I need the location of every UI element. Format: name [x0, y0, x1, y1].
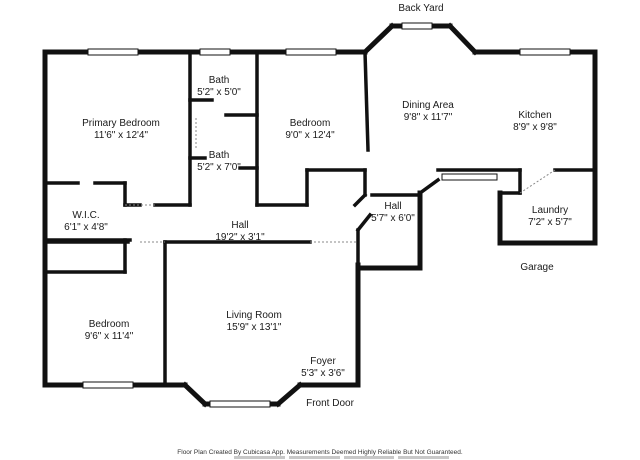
room-dims: 6'1" x 4'8" [64, 222, 108, 233]
room-name: Bath [208, 75, 230, 86]
logo-segment [343, 456, 395, 459]
room-dims: 5'7" x 6'0" [371, 213, 415, 224]
room-label-bedroom-2: Bedroom 9'6" x 11'4" [85, 319, 134, 343]
room-label-bath-2: Bath 5'2" x 7'0" [197, 150, 241, 174]
room-dims: 11'6" x 12'4" [93, 130, 149, 141]
room-name: Dining Area [402, 100, 454, 111]
room-dims: 5'2" x 7'0" [197, 162, 241, 173]
room-dims: 9'6" x 11'4" [84, 331, 134, 342]
footer-note: Floor Plan Created By Cubicasa App. Meas… [177, 449, 463, 456]
room-dims: 7'2" x 5'7" [528, 217, 572, 228]
room-label-bath-1: Bath 5'2" x 5'0" [197, 75, 241, 99]
room-name: Laundry [531, 205, 569, 216]
room-dims: 8'9" x 9'8" [513, 122, 557, 133]
room-label-primary-bedroom: Primary Bedroom 11'6" x 12'4" [82, 118, 160, 142]
room-label-kitchen: Kitchen 8'9" x 9'8" [513, 110, 557, 134]
room-label-laundry: Laundry 7'2" x 5'7" [528, 205, 572, 229]
room-label-bedroom-1: Bedroom 9'0" x 12'4" [285, 118, 334, 142]
room-name: Bedroom [88, 319, 130, 330]
room-label-hall-main: Hall 19'2" x 3'1" [215, 220, 264, 244]
back-yard-label: Back Yard [398, 3, 444, 14]
room-dims: 19'2" x 3'1" [215, 232, 265, 243]
room-label-wic: W.I.C. 6'1" x 4'8" [64, 210, 108, 234]
logo-segment [234, 456, 285, 459]
room-name: Kitchen [518, 110, 552, 121]
room-label-dining-area: Dining Area 9'8" x 11'7" [402, 100, 454, 124]
cubicasa-logo-strip [234, 456, 449, 460]
room-name: Hall [384, 201, 402, 212]
room-name: W.I.C. [72, 210, 100, 221]
room-name: Bedroom [289, 118, 331, 129]
windows [82, 22, 571, 408]
exterior-walls [42, 22, 598, 408]
interior-walls [46, 50, 597, 387]
room-dims: 9'0" x 12'4" [285, 130, 335, 141]
room-name: Hall [231, 220, 249, 231]
front-door-label: Front Door [306, 398, 354, 409]
room-name: Bath [208, 150, 230, 161]
dashed-openings [125, 118, 556, 243]
logo-segment [398, 456, 449, 459]
room-dims: 15'9" x 13'1" [226, 322, 282, 333]
garage-label: Garage [520, 262, 554, 273]
room-dims: 9'8" x 11'7" [403, 112, 453, 123]
room-name: Primary Bedroom [82, 118, 160, 129]
room-name: Foyer [310, 356, 336, 367]
room-dims: 5'3" x 3'6" [301, 368, 345, 379]
room-label-hall-small: Hall 5'7" x 6'0" [371, 201, 415, 225]
room-label-living-room: Living Room 15'9" x 13'1" [226, 310, 282, 334]
room-dims: 5'2" x 5'0" [197, 87, 241, 98]
logo-segment [288, 456, 340, 459]
room-name: Living Room [226, 310, 282, 321]
room-label-foyer: Foyer 5'3" x 3'6" [301, 356, 345, 380]
